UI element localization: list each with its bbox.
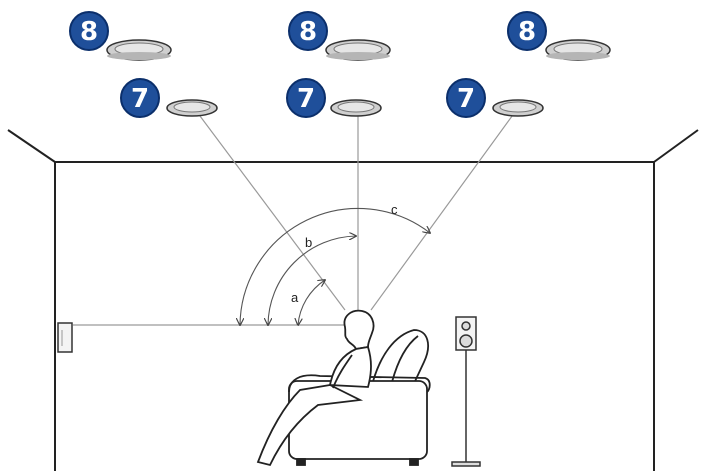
badge-7-right: 7 <box>446 78 486 118</box>
speaker-group-7-center <box>330 99 382 117</box>
speaker-group-8-center <box>325 39 391 61</box>
badge-7-center: 7 <box>286 78 326 118</box>
front-speaker-icon <box>57 322 73 353</box>
badge-8-left: 8 <box>69 11 109 51</box>
listener-leg <box>256 384 364 467</box>
badge-8-label: 8 <box>80 17 98 47</box>
armchair-leg-left <box>296 458 306 466</box>
angle-label-a: a <box>291 290 299 305</box>
angle-label-b: b <box>305 235 312 250</box>
listener-icon <box>256 309 375 467</box>
room-outline <box>7 129 699 471</box>
ceiling-speaker-base <box>546 52 610 60</box>
sight-line-left <box>196 111 346 311</box>
armchair-arm <box>288 374 431 393</box>
speaker-group-7-right <box>492 99 544 117</box>
angle-arcs <box>240 207 430 325</box>
badge-7-label: 7 <box>457 84 475 114</box>
floor-speaker-icon <box>451 316 481 467</box>
badge-8-right: 8 <box>507 11 547 51</box>
listener-torso <box>328 345 372 388</box>
ceiling-speaker-grille <box>499 101 537 113</box>
ceiling-speaker-base <box>326 52 390 60</box>
badge-8-label: 8 <box>518 17 536 47</box>
badge-7-left: 7 <box>120 78 160 118</box>
speaker-group-8-left <box>106 39 172 61</box>
ceiling-speaker-grille <box>337 101 375 113</box>
ceiling-speaker-grille <box>173 101 211 113</box>
listener-head <box>343 309 375 351</box>
listener-arm <box>332 354 353 389</box>
armchair-leg-right <box>409 458 419 466</box>
speaker-group-8-right <box>545 39 611 61</box>
arc-c <box>240 207 430 325</box>
left-perspective-edge <box>7 129 56 163</box>
speaker-group-7-left <box>166 99 218 117</box>
angle-label-c: c <box>391 202 398 217</box>
right-perspective-edge <box>653 129 699 163</box>
arc-a <box>298 280 325 325</box>
badge-8-center: 8 <box>288 11 328 51</box>
badge-7-label: 7 <box>131 84 149 114</box>
badge-8-label: 8 <box>299 17 317 47</box>
badge-7-label: 7 <box>297 84 315 114</box>
ceiling-speaker-base <box>107 52 171 60</box>
